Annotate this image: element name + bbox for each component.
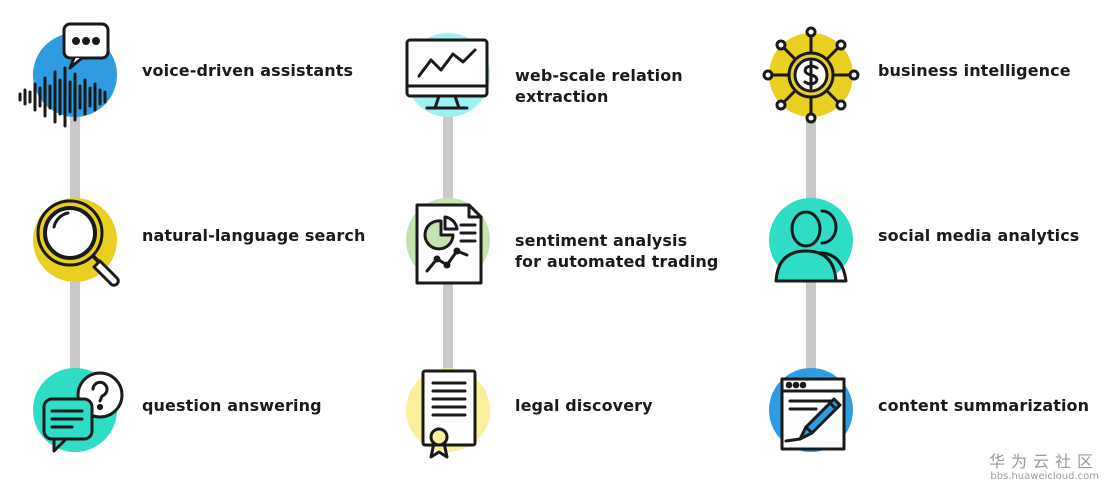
column-1: voice-driven assistants natural-language… xyxy=(0,0,370,491)
item-label: legal discovery xyxy=(515,395,653,416)
item-voice-driven-assistants: voice-driven assistants xyxy=(0,20,370,130)
item-label: business intelligence xyxy=(878,60,1071,81)
item-sentiment-analysis: sentiment analysis for automated trading xyxy=(370,185,740,295)
column-2: web-scale relation extraction sentiment … xyxy=(370,0,740,491)
item-label: question answering xyxy=(142,395,322,416)
label-line: voice-driven assistants xyxy=(142,61,354,80)
watermark: 华为云社区 bbs.huaweicloud.com xyxy=(989,453,1099,483)
label-line: legal discovery xyxy=(515,396,653,415)
item-social-media-analytics: social media analytics xyxy=(740,185,1110,295)
item-label: content summarization xyxy=(878,395,1089,416)
column-3: business intelligence social media analy… xyxy=(740,0,1110,491)
item-label: web-scale relation extraction xyxy=(515,65,683,107)
item-natural-language-search: natural-language search xyxy=(0,185,370,295)
item-legal-discovery: legal discovery xyxy=(370,355,740,465)
report-chart-icon xyxy=(393,185,503,295)
label-line: question answering xyxy=(142,396,322,415)
question-chat-icon xyxy=(20,355,130,465)
watermark-title: 华为云社区 xyxy=(988,452,1099,471)
item-question-answering: question answering xyxy=(0,355,370,465)
document-edit-icon xyxy=(756,355,866,465)
item-content-summarization: content summarization xyxy=(740,355,1110,465)
label-line: social media analytics xyxy=(878,226,1080,245)
label-line: business intelligence xyxy=(878,61,1071,80)
voice-assistant-icon xyxy=(18,20,130,130)
item-label: social media analytics xyxy=(878,225,1079,246)
magnifier-icon xyxy=(20,185,130,295)
watermark-url: bbs.huaweicloud.com xyxy=(990,471,1099,482)
item-web-scale-relation-extraction: web-scale relation extraction xyxy=(370,20,740,130)
item-label: sentiment analysis for automated trading xyxy=(515,230,718,272)
label-line: extraction xyxy=(515,87,609,106)
item-label: voice-driven assistants xyxy=(142,60,353,81)
label-line: sentiment analysis xyxy=(515,231,688,250)
label-line: for automated trading xyxy=(515,252,719,271)
dollar-network-icon xyxy=(756,20,866,130)
users-icon xyxy=(756,185,866,295)
label-line: natural-language search xyxy=(142,226,366,245)
monitor-chart-icon xyxy=(393,20,503,130)
item-label: natural-language search xyxy=(142,225,365,246)
certificate-document-icon xyxy=(393,355,503,465)
item-business-intelligence: business intelligence xyxy=(740,20,1110,130)
label-line: content summarization xyxy=(878,396,1090,415)
label-line: web-scale relation xyxy=(515,66,683,85)
